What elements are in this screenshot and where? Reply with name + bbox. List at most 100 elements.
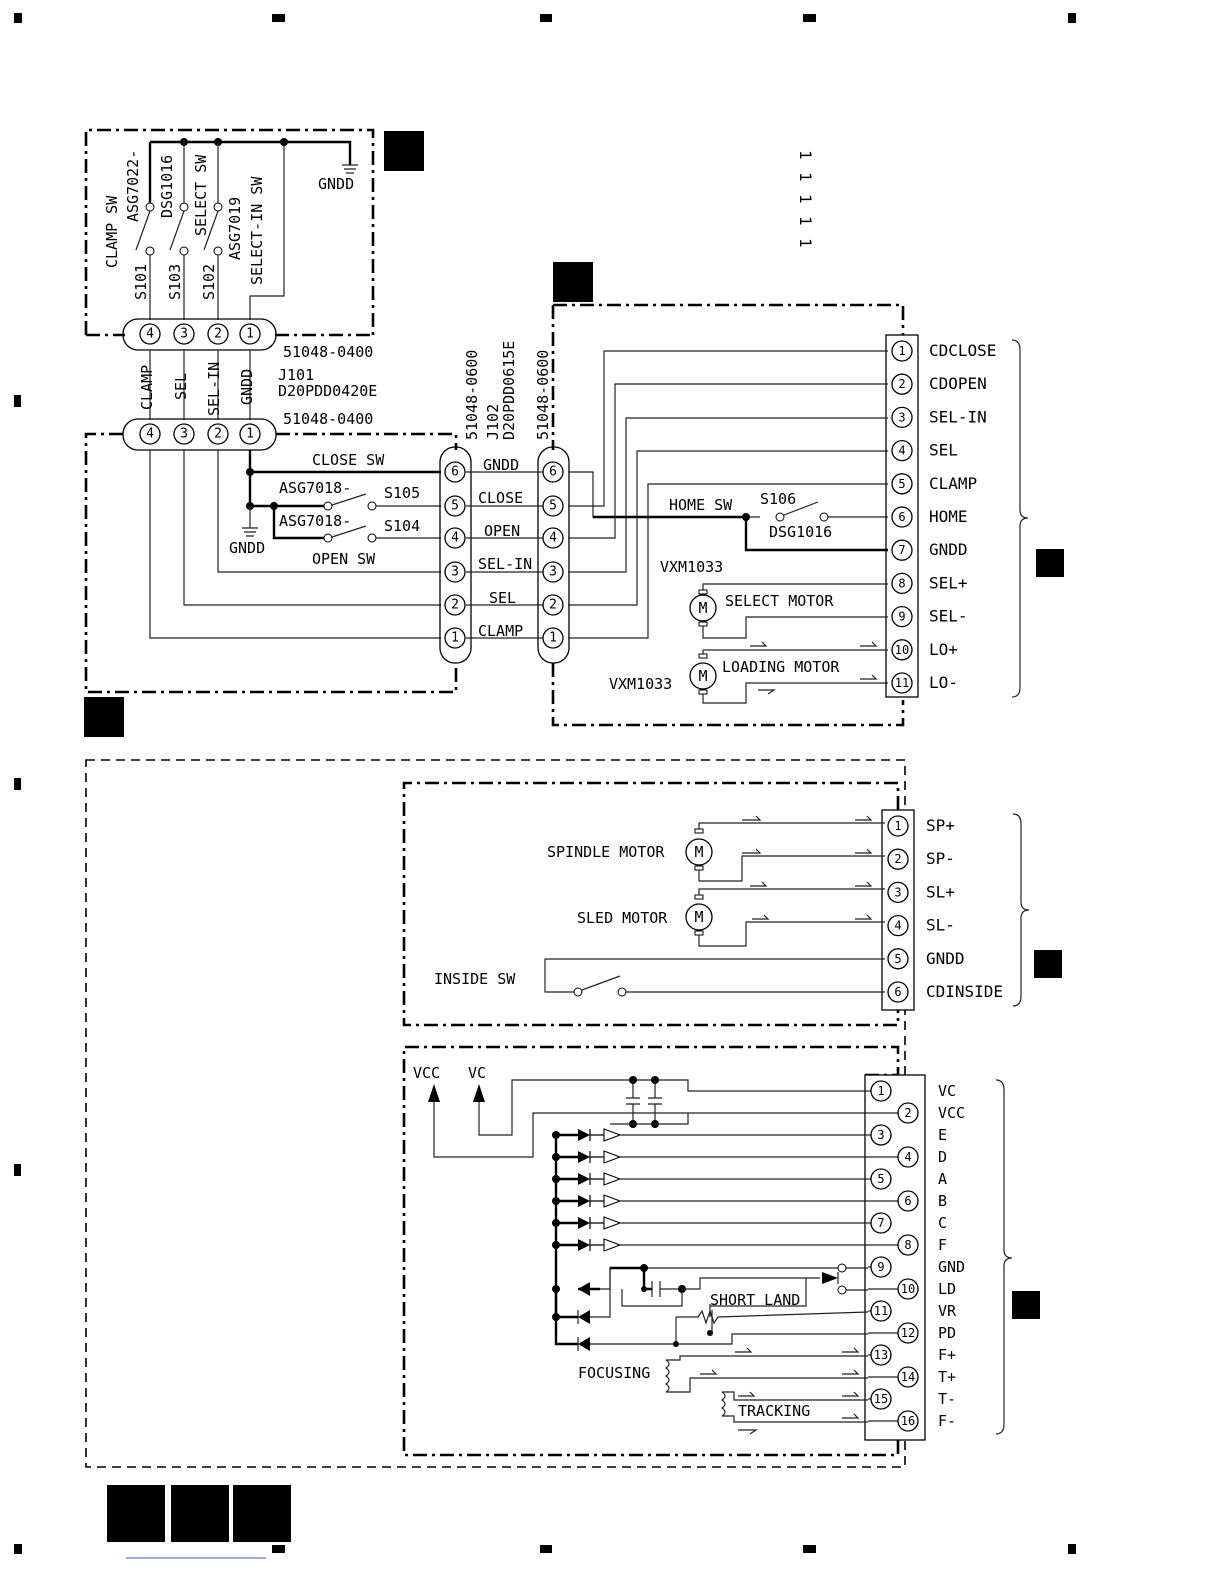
pin-signal-name: VR xyxy=(938,1302,957,1320)
svg-text:4: 4 xyxy=(451,531,459,546)
pin-number: 7 xyxy=(877,1216,884,1230)
svg-text:S104: S104 xyxy=(384,517,420,535)
svg-text:VXM1033: VXM1033 xyxy=(609,675,672,693)
connector-pin xyxy=(870,1344,892,1366)
svg-text:4: 4 xyxy=(549,531,557,546)
svg-text:2: 2 xyxy=(549,598,557,613)
svg-text:HOME SW: HOME SW xyxy=(669,496,733,514)
pin-number: 6 xyxy=(898,510,905,524)
svg-text:SHORT LAND: SHORT LAND xyxy=(710,1291,800,1309)
connector-pin xyxy=(870,1080,892,1102)
svg-text:4: 4 xyxy=(146,327,154,342)
connector-pin xyxy=(870,1124,892,1146)
pin-number: 11 xyxy=(874,1304,888,1318)
pin-signal-name: SEL- xyxy=(929,607,968,626)
svg-text:GNDD: GNDD xyxy=(229,539,265,557)
pin-signal-name: GND xyxy=(938,1258,965,1276)
pin-signal-name: VC xyxy=(938,1082,956,1100)
svg-text:S102: S102 xyxy=(200,264,218,300)
svg-text:VXM1033: VXM1033 xyxy=(660,558,723,576)
pin-signal-name: T- xyxy=(938,1390,956,1408)
svg-text:S101: S101 xyxy=(132,264,150,300)
svg-text:SEL: SEL xyxy=(489,589,516,607)
pin-signal-name: SEL+ xyxy=(929,573,968,592)
connector-pin xyxy=(870,1212,892,1234)
registration-marks xyxy=(14,13,1076,1559)
svg-text:1: 1 xyxy=(796,216,815,226)
photodiode-icon xyxy=(578,1239,590,1251)
svg-text:1: 1 xyxy=(451,631,459,646)
svg-text:GNDD: GNDD xyxy=(238,369,256,405)
buffer-icon xyxy=(603,1172,622,1186)
pin-number: 11 xyxy=(895,676,909,690)
pin-number: 3 xyxy=(898,410,905,424)
svg-text:SELECT-IN SW: SELECT-IN SW xyxy=(248,176,266,285)
photodiode-icon xyxy=(578,1129,590,1141)
connector-pin xyxy=(870,1388,892,1410)
pin-number: 15 xyxy=(874,1392,888,1406)
svg-text:CLAMP SW: CLAMP SW xyxy=(103,195,121,268)
pin-number: 4 xyxy=(894,919,901,933)
connector-j101: J101 D20PDD0420E CLAMP SEL SEL-IN GNDD 4… xyxy=(122,350,377,451)
connector-pin xyxy=(897,1322,919,1344)
connector-pin xyxy=(887,815,909,837)
svg-text:LOADING MOTOR: LOADING MOTOR xyxy=(722,658,840,676)
connector-pin xyxy=(891,439,913,462)
pin-signal-name: SEL-IN xyxy=(929,407,987,426)
pin-number: 6 xyxy=(894,985,901,999)
pin-signal-name: LO- xyxy=(929,673,958,692)
pickup-block: VCC VC SHORT LAND xyxy=(402,1045,1013,1457)
connector-pin xyxy=(897,1146,919,1168)
connector-pin xyxy=(887,881,909,904)
connector-pin xyxy=(897,1410,919,1432)
pin-number: 7 xyxy=(898,543,905,557)
svg-text:ASG7022-: ASG7022- xyxy=(124,150,142,222)
pin-signal-name: GNDD xyxy=(926,949,965,968)
svg-text:6: 6 xyxy=(549,465,557,480)
switch-panel: GNDD CLAMP SW ASG7022- DSG1016 SELECT SW… xyxy=(84,128,375,361)
buffer-icon xyxy=(603,1150,622,1164)
pin-signal-name: CDCLOSE xyxy=(929,341,996,360)
svg-text:4: 4 xyxy=(146,427,154,442)
connector-pin xyxy=(891,672,913,694)
svg-text:SEL: SEL xyxy=(172,373,190,400)
svg-text:S103: S103 xyxy=(166,264,184,300)
svg-text:D20PDD0420E: D20PDD0420E xyxy=(278,382,377,400)
svg-text:3: 3 xyxy=(549,565,557,580)
pin-number: 4 xyxy=(904,1150,911,1164)
pin-signal-name: LO+ xyxy=(929,640,958,659)
connector-pin xyxy=(891,506,913,528)
buffer-icon xyxy=(603,1238,622,1252)
pin-number: 10 xyxy=(901,1282,915,1296)
photodiode-icon xyxy=(578,1195,590,1207)
pin-signal-name: LD xyxy=(938,1280,956,1298)
connector-pin xyxy=(887,948,909,970)
svg-text:51048-0600: 51048-0600 xyxy=(463,350,481,440)
pin-signal-name: F+ xyxy=(938,1346,956,1364)
pin-signal-name: CDOPEN xyxy=(929,374,987,393)
pin-signal-name: GNDD xyxy=(929,540,968,559)
connector-pin xyxy=(897,1102,919,1124)
svg-text:1: 1 xyxy=(549,631,557,646)
svg-text:51048-0600: 51048-0600 xyxy=(534,350,552,440)
buffer-icon xyxy=(603,1128,622,1142)
pin-number: 9 xyxy=(898,610,905,624)
pin-signal-name: C xyxy=(938,1214,947,1232)
pin-signal-name: PD xyxy=(938,1324,956,1342)
photodiode-icon xyxy=(578,1173,590,1185)
photodiode-icon xyxy=(578,1217,590,1229)
svg-text:J102: J102 xyxy=(484,404,502,440)
svg-text:CLOSE SW: CLOSE SW xyxy=(312,451,385,469)
pin-number: 3 xyxy=(894,885,901,899)
svg-text:SEL-IN: SEL-IN xyxy=(205,362,223,416)
connector-pin xyxy=(891,539,913,561)
svg-text:S106: S106 xyxy=(760,490,796,508)
pin-number: 1 xyxy=(894,819,901,833)
svg-text:SELECT MOTOR: SELECT MOTOR xyxy=(725,592,834,610)
svg-text:3: 3 xyxy=(180,427,188,442)
photodiode-array xyxy=(552,1128,868,1321)
pin-number: 14 xyxy=(901,1370,915,1384)
connector-pin xyxy=(891,340,913,362)
